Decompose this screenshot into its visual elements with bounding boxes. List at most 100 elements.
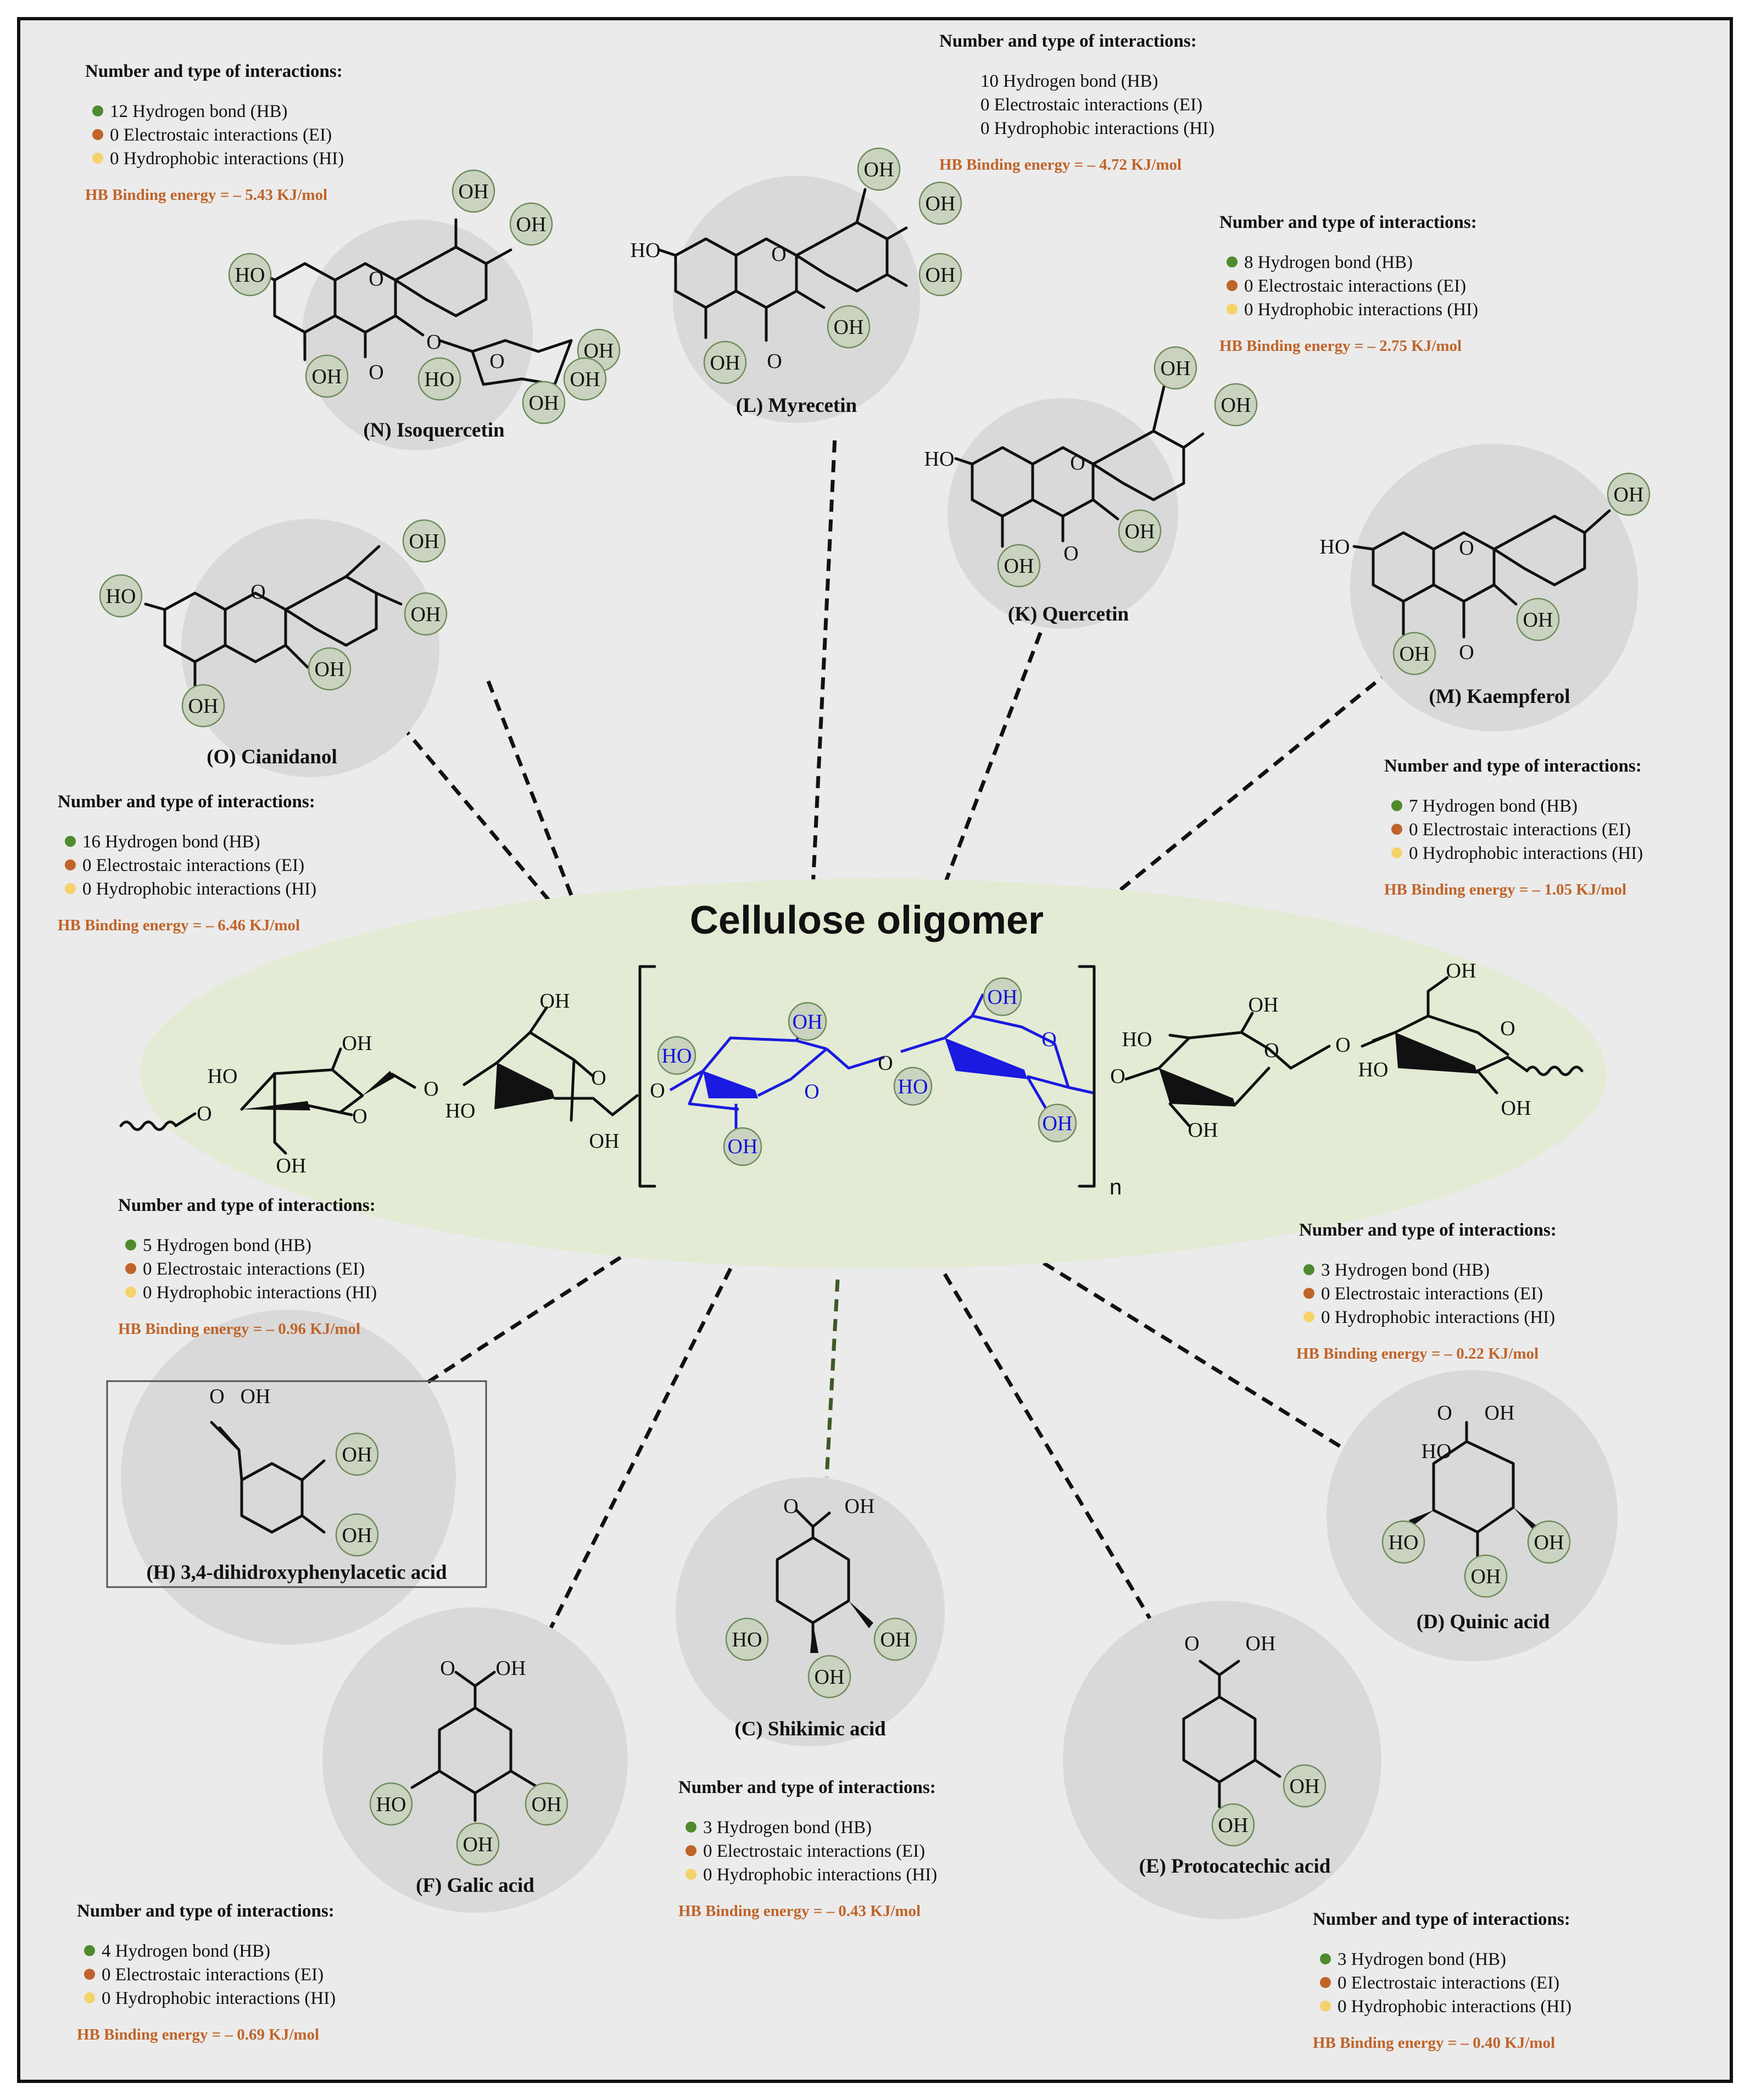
atom-oh: OH — [1249, 993, 1279, 1017]
legend-dot — [685, 1869, 696, 1880]
atom-ho: HO — [445, 1099, 476, 1122]
binding-energy: HB Binding energy = – 0.43 KJ/mol — [678, 1902, 921, 1920]
caption-cianidanol: (O) Cianidanol — [207, 746, 337, 768]
molecule-quinic: O OH HO HO OH OH (D) Quinic acid — [1327, 1370, 1618, 1661]
atom-o: O — [1437, 1401, 1452, 1425]
atom-oh: OH — [926, 192, 956, 215]
interaction-hb: 7 Hydrogen bond (HB) — [1409, 796, 1578, 816]
legend-dot — [92, 153, 103, 164]
interaction-hi: 0 Hydrophobic interactions (HI) — [1337, 1997, 1571, 2017]
atom-oh: OH — [845, 1495, 875, 1518]
interaction-hb: 3 Hydrogen bond (HB) — [1321, 1260, 1490, 1280]
binding-energy: HB Binding energy = – 0.96 KJ/mol — [118, 1320, 360, 1338]
legend-dot — [1227, 304, 1238, 315]
cellulose-chain — [119, 965, 1584, 1188]
molecule-protocatechic: O OH OH OH (E) Protocatechic acid — [1063, 1601, 1381, 1919]
atom-ho: HO — [1320, 535, 1350, 558]
atom-ho: HO — [1122, 1028, 1152, 1051]
caption-protocatechic: (E) Protocatechic acid — [1139, 1855, 1331, 1878]
legend-dot — [1320, 1953, 1331, 1964]
atom-oh: OH — [1161, 357, 1191, 380]
interaction-hb: 3 Hydrogen bond (HB) — [1337, 1950, 1506, 1969]
legend-dot — [1303, 1264, 1314, 1275]
binding-energy: HB Binding energy = – 0.40 KJ/mol — [1313, 2034, 1555, 2052]
atom-o: O — [423, 1077, 438, 1101]
atom-oh: OH — [1523, 608, 1553, 632]
legend-dot — [685, 1845, 696, 1856]
caption-isoquercetin: (N) Isoquercetin — [363, 419, 505, 442]
atom-o: O — [489, 350, 504, 373]
legend-dot — [92, 105, 103, 116]
atom-oh: OH — [1485, 1401, 1515, 1425]
interaction-panels: Number and type of interactions:12 Hydro… — [58, 31, 1643, 2052]
interaction-heading: Number and type of interactions: — [1313, 1909, 1570, 1929]
atom-oh: OH — [409, 530, 439, 553]
molecule-shikimic: O OH HO OH OH (C) Shikimic acid — [676, 1477, 945, 1746]
molecule-dhpaa: O OH OH OH (H) 3,4-dihidroxyphenylacetic… — [106, 1310, 487, 1645]
atom-o: O — [440, 1657, 455, 1680]
atom-oh: OH — [815, 1666, 845, 1689]
caption-dhpaa: (H) 3,4-dihidroxyphenylacetic acid — [146, 1561, 447, 1584]
atom-ho: HO — [924, 448, 955, 471]
atom-o: O — [878, 1052, 893, 1075]
molecule-quercetin: HO O OH OH OH O OH (K) Quercetin — [924, 346, 1258, 629]
atom-ho: HO — [732, 1628, 762, 1651]
interaction-ei: 0 Electrostaic interactions (EI) — [143, 1259, 365, 1279]
interaction-hi: 0 Hydrophobic interactions (HI) — [1321, 1308, 1555, 1327]
atom-oh: OH — [834, 316, 864, 339]
legend-dot — [685, 1822, 696, 1833]
interaction-hi: 0 Hydrophobic interactions (HI) — [1244, 300, 1478, 320]
interaction-heading: Number and type of interactions: — [1299, 1220, 1557, 1240]
atom-oh: OH — [1125, 520, 1155, 543]
caption-shikimic: (C) Shikimic acid — [734, 1718, 886, 1740]
chain-atoms: O HO OH O OH O OH O HO OH O HO OH O OH O… — [197, 959, 1531, 1199]
interaction-heading: Number and type of interactions: — [1219, 213, 1477, 232]
atom-oh: OH — [1471, 1565, 1501, 1588]
atom-oh: OH — [342, 1524, 372, 1547]
atom-oh: OH — [1400, 643, 1430, 666]
caption-quercetin: (K) Quercetin — [1008, 603, 1129, 625]
atom-oh: OH — [1043, 1112, 1073, 1135]
atom-o: O — [250, 580, 265, 604]
atom-oh: OH — [342, 1032, 372, 1055]
caption-myrecetin: (L) Myrecetin — [736, 394, 857, 417]
atom-o: O — [369, 361, 383, 384]
atom-ho: HO — [631, 239, 661, 262]
atom-ho: HO — [235, 264, 265, 287]
atom-oh: OH — [463, 1833, 493, 1856]
atom-oh: OH — [241, 1385, 271, 1408]
atom-o: O — [369, 267, 383, 291]
atom-oh: OH — [1004, 555, 1034, 578]
atom-o: O — [1335, 1034, 1350, 1057]
atom-o: O — [1110, 1065, 1125, 1088]
atom-oh: OH — [459, 180, 489, 203]
caption-quinic: (D) Quinic acid — [1417, 1611, 1550, 1633]
atom-oh: OH — [1221, 394, 1251, 417]
binding-energy: HB Binding energy = – 1.05 KJ/mol — [1384, 881, 1626, 898]
legend-dot — [1303, 1311, 1314, 1322]
interaction-hi: 0 Hydrophobic interactions (HI) — [82, 879, 316, 899]
atom-oh: OH — [1614, 483, 1644, 506]
interaction-ei: 0 Electrostaic interactions (EI) — [102, 1965, 324, 1985]
legend-dot — [1303, 1288, 1314, 1299]
caption-galic: (F) Galic acid — [416, 1874, 534, 1897]
atom-o: O — [1184, 1632, 1199, 1655]
legend-dot — [84, 1945, 95, 1956]
atom-o: O — [1264, 1039, 1279, 1062]
interaction-ei: 0 Electrostaic interactions (EI) — [1321, 1284, 1543, 1304]
atom-oh: OH — [411, 603, 441, 626]
atom-oh: OH — [728, 1135, 758, 1158]
atom-oh: OH — [710, 351, 740, 375]
binding-energy: HB Binding energy = – 0.22 KJ/mol — [1296, 1345, 1539, 1362]
legend-dot — [125, 1239, 136, 1250]
interaction-hb: 4 Hydrogen bond (HB) — [102, 1941, 270, 1961]
caption-kaempferol: (M) Kaempferol — [1429, 685, 1570, 708]
atom-oh: OH — [1188, 1119, 1218, 1142]
molecule-isoquercetin: HO OH OH OH O O O O OH OH HO OH (N) Isoq… — [228, 169, 621, 450]
atom-ho: HO — [662, 1045, 692, 1068]
interaction-ei: 0 Electrostaic interactions (EI) — [1337, 1973, 1559, 1993]
legend-dot — [1227, 256, 1238, 267]
interaction-hb: 16 Hydrogen bond (HB) — [82, 832, 260, 852]
atom-oh: OH — [570, 368, 600, 391]
atom-ho: HO — [898, 1075, 928, 1098]
